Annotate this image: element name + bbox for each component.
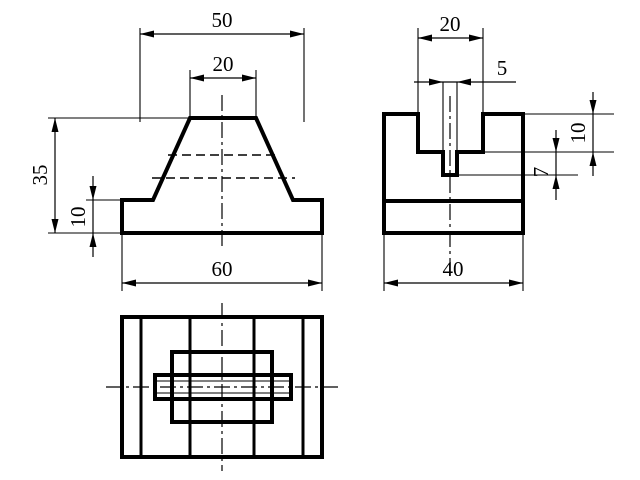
side-dim-text-20: 20 xyxy=(440,12,461,36)
front-dim-text-50: 50 xyxy=(212,8,233,32)
front-arrow-10-top xyxy=(89,186,97,200)
side-dim-text-10: 10 xyxy=(566,123,590,144)
side-arrow-20-left xyxy=(418,34,432,42)
top-view xyxy=(106,303,338,471)
side-arrow-7-bottom xyxy=(552,175,560,189)
front-dim-text-60: 60 xyxy=(212,257,233,281)
front-arrow-35-top xyxy=(51,118,59,132)
front-arrow-50-left xyxy=(140,30,154,38)
side-arrow-40-right xyxy=(509,279,523,287)
front-arrow-10-bottom xyxy=(89,233,97,247)
front-view: 50 20 35 10 xyxy=(28,8,324,291)
side-view-outline xyxy=(382,112,525,235)
side-arrow-5-right xyxy=(457,78,471,86)
front-arrow-35-bottom xyxy=(51,219,59,233)
side-arrow-5-left xyxy=(429,78,443,86)
side-dim-text-40: 40 xyxy=(443,257,464,281)
front-arrow-60-left xyxy=(122,279,136,287)
side-arrow-20-right xyxy=(469,34,483,42)
side-arrow-40-left xyxy=(384,279,398,287)
front-arrow-50-right xyxy=(290,30,304,38)
side-view: 20 5 10 7 xyxy=(382,12,614,291)
front-dim-text-20: 20 xyxy=(213,52,234,76)
front-arrow-20-right xyxy=(242,74,256,82)
front-arrow-60-right xyxy=(308,279,322,287)
front-arrow-20-left xyxy=(190,74,204,82)
front-dim-text-10: 10 xyxy=(66,207,90,228)
side-arrow-7-top xyxy=(552,138,560,152)
side-dim-text-5: 5 xyxy=(497,56,508,80)
side-dim-text-7: 7 xyxy=(529,167,553,178)
front-dim-text-35: 35 xyxy=(28,165,52,186)
side-arrow-10-top xyxy=(589,100,597,114)
side-arrow-10-bottom xyxy=(589,152,597,166)
